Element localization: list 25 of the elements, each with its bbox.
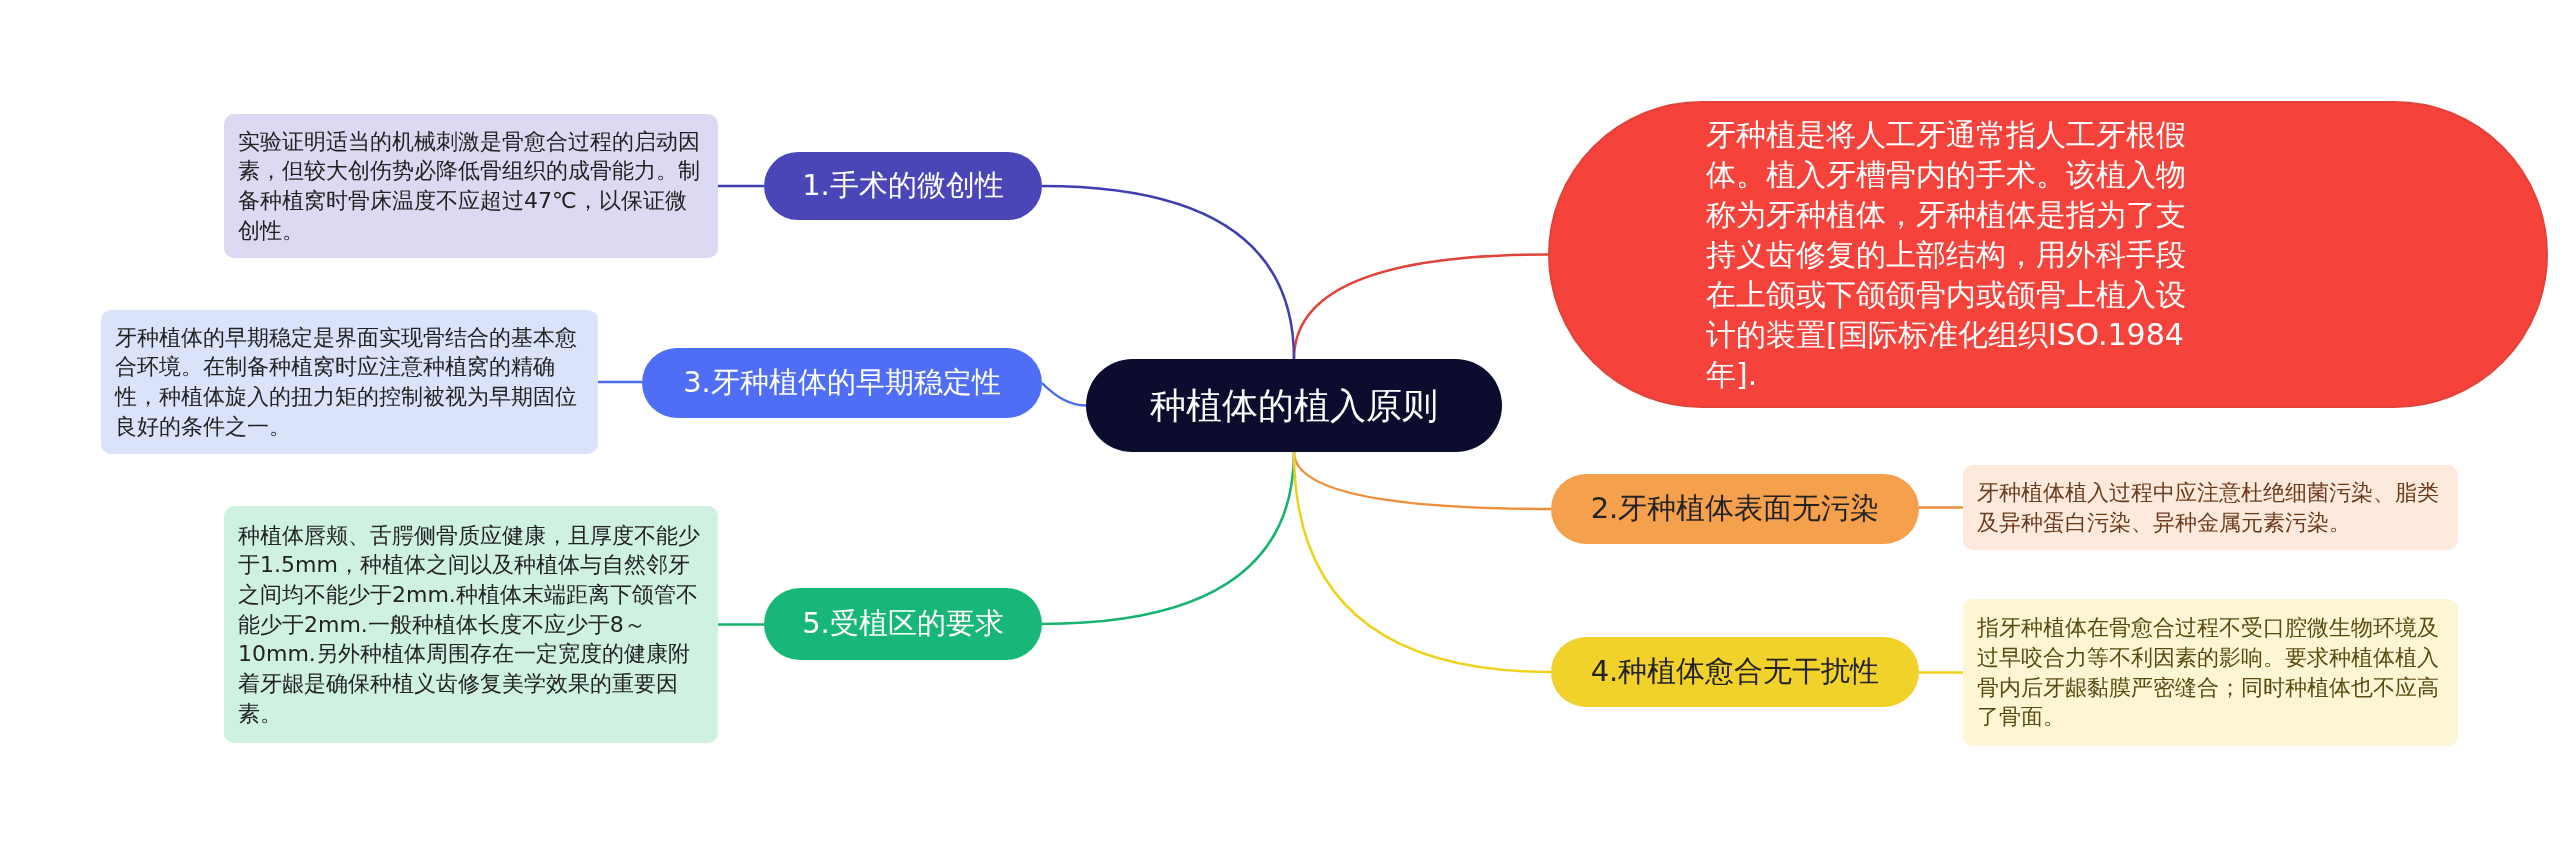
connector [1919, 671, 1963, 674]
node-text: 牙种植体植入过程中应注意杜绝细菌污染、脂类及异种蛋白污染、异种金属元素污染。 [1977, 478, 2440, 537]
note-card [1963, 465, 2458, 550]
note-card [101, 310, 598, 454]
node-text: 种植体的植入原则 [1149, 383, 1439, 428]
connector [1292, 451, 1552, 674]
node-text: 牙种植体的早期稳定是界面实现骨结合的基本愈合环境。在制备种植窝时应注意种植窝的精确性，种植体旋入的扭力矩的控制被视为早期固位良好的条件之一。 [115, 323, 578, 441]
node-text: 1.手术的微创性 [801, 167, 1005, 205]
connector [1041, 184, 1296, 360]
node-text: 指牙种植体在骨愈合过程不受口腔微生物环境及过早咬合力等不利因素的影响。要求种植体植入骨内后牙龈黏膜严密缝合；同时种植体也不应高了骨面。 [1977, 614, 2440, 732]
connector [598, 380, 642, 384]
connector [1041, 382, 1087, 407]
node-text: 牙种植是将人工牙通常指人工牙根假体。植入牙槽骨内的手术。该植入物称为牙种植体，牙种植体是指为了支持义齿修复的上部结构，用外科手段在上颌或下颌颌骨内或颌骨上植入设计的装置[国际标准化组织ISO.1984年]. [1706, 115, 2186, 394]
node-text: 种植体唇颊、舌腭侧骨质应健康，且厚度不能少于1.5mm，种植体之间以及种植体与自然邻牙之间均不能少于2mm.种植体末端距离下颌管不能少于2mm.一般种植体长度不应少于8～10mm.另外种植体周围存在一定宽度的健康附着牙龈是确保种植义齿修复美学效果的重要因素。 [238, 521, 701, 728]
connector [718, 184, 764, 188]
node-text: 4.种植体愈合无干扰性 [1589, 653, 1881, 691]
node-text: 2.牙种植体表面无污染 [1589, 490, 1881, 528]
connector [718, 623, 764, 626]
note-card [224, 114, 718, 258]
node-text: 5.受植区的要求 [801, 605, 1005, 643]
node-text: 实验证明适当的机械刺激是骨愈合过程的启动因素，但较大创伤势必降低骨组织的成骨能力。制备种植窝时骨床温度不应超过47℃，以保证微创性。 [238, 127, 701, 245]
note-card [224, 506, 718, 743]
note-card [1963, 599, 2458, 746]
connector [1919, 506, 1963, 509]
node-text: 3.牙种植体的早期稳定性 [682, 364, 1002, 402]
